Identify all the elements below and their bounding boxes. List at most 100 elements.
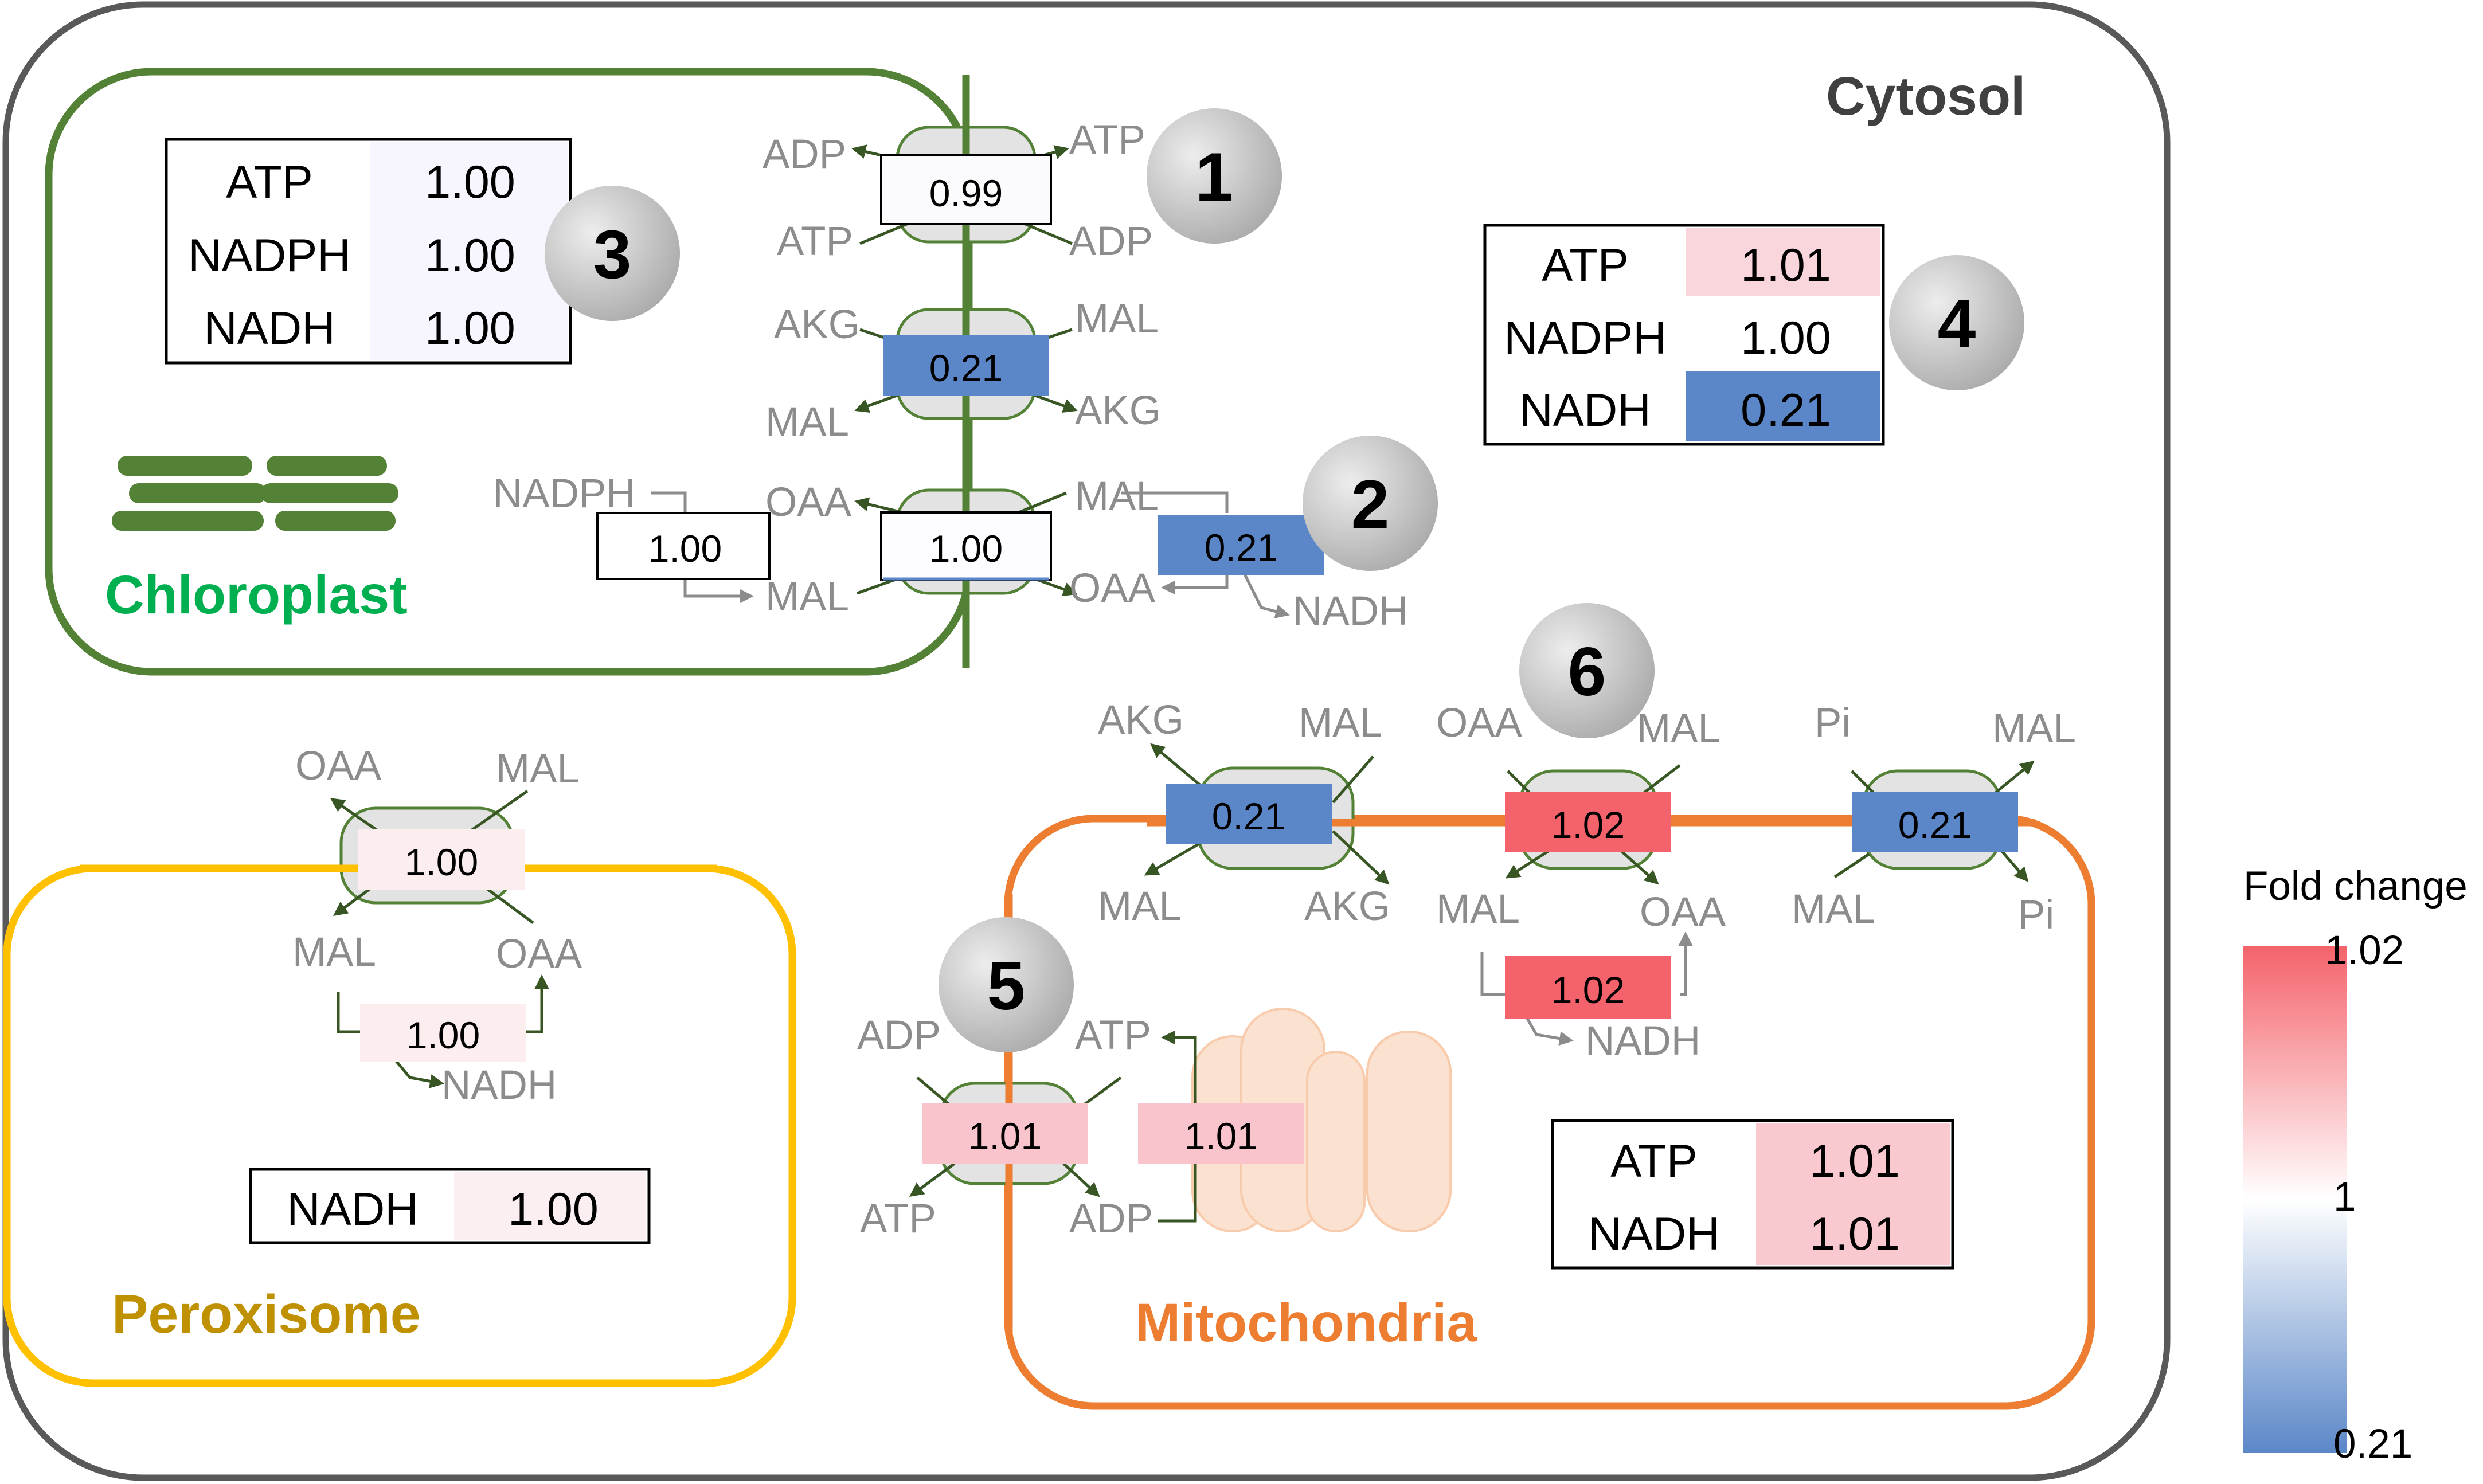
svg-text:4: 4 bbox=[1938, 285, 1976, 362]
metabolite-labels: ADP ATP ATP ADP AKG MAL MAL AKG NADPH OA… bbox=[292, 118, 2076, 1242]
badge-2: 2 bbox=[1303, 436, 1438, 571]
svg-text:ATP: ATP bbox=[1542, 240, 1629, 291]
svg-text:6: 6 bbox=[1568, 633, 1606, 710]
legend-colorbar bbox=[2243, 946, 2347, 1453]
svg-text:MAL: MAL bbox=[1992, 706, 2076, 751]
svg-text:NADH: NADH bbox=[1588, 1208, 1720, 1260]
svg-text:OAA: OAA bbox=[1640, 890, 1726, 935]
svg-text:ATP: ATP bbox=[777, 219, 853, 264]
cytosol-compartment bbox=[2, 1, 2171, 1481]
svg-text:1: 1 bbox=[1195, 139, 1234, 216]
svg-text:ADP: ADP bbox=[1069, 219, 1153, 264]
svg-text:0.21: 0.21 bbox=[1741, 385, 1831, 436]
table-cytosol: ATP 1.01 NADPH 1.00 NADH 0.21 bbox=[1483, 224, 1885, 446]
svg-text:NADH: NADH bbox=[204, 303, 335, 354]
badge-4: 4 bbox=[1889, 255, 2024, 390]
cytosol-mdh-arrows bbox=[1121, 491, 1290, 618]
svg-text:ADP: ADP bbox=[763, 132, 846, 177]
fold-box-chloroplast-mdh: 1.00 bbox=[596, 512, 771, 580]
svg-text:1.00: 1.00 bbox=[425, 303, 515, 354]
badge-6: 6 bbox=[1519, 603, 1655, 738]
svg-text:ADP: ADP bbox=[857, 1013, 941, 1058]
cristae-icon-large bbox=[1366, 1031, 1452, 1232]
badge-1: 1 bbox=[1147, 108, 1282, 244]
svg-text:1.00: 1.00 bbox=[648, 527, 722, 570]
svg-text:ATP: ATP bbox=[1069, 118, 1145, 163]
svg-text:5: 5 bbox=[987, 947, 1026, 1024]
badge-3: 3 bbox=[545, 186, 680, 321]
svg-text:MAL: MAL bbox=[292, 930, 376, 975]
fold-box-cytosol-mdh: 0.21 bbox=[1158, 515, 1324, 575]
table-chloroplast: ATP 1.00 NADPH 1.00 NADH 1.00 bbox=[165, 138, 572, 365]
fold-change-legend: Fold change 1.02 1 0.21 bbox=[2243, 864, 2468, 1467]
svg-text:MAL: MAL bbox=[765, 574, 849, 620]
svg-text:0.21: 0.21 bbox=[1205, 526, 1278, 569]
svg-text:0.21: 0.21 bbox=[929, 347, 1003, 389]
svg-text:1.00: 1.00 bbox=[1741, 312, 1831, 364]
fold-box-t2-oaa-mal: 1.00 bbox=[880, 511, 1052, 581]
badge-5: 5 bbox=[939, 917, 1074, 1052]
chloroplast-label: Chloroplast bbox=[105, 565, 408, 625]
peroxisome-label: Peroxisome bbox=[112, 1284, 421, 1345]
legend-min: 0.21 bbox=[2333, 1422, 2412, 1467]
svg-text:MAL: MAL bbox=[765, 400, 849, 445]
svg-text:NADPH: NADPH bbox=[188, 230, 351, 281]
svg-text:1.00: 1.00 bbox=[929, 527, 1003, 570]
mitochondria-label: Mitochondria bbox=[1135, 1293, 1478, 1353]
svg-text:NADPH: NADPH bbox=[1504, 312, 1667, 364]
svg-text:1.00: 1.00 bbox=[425, 156, 515, 208]
svg-text:MAL: MAL bbox=[1075, 296, 1159, 342]
fold-box-mito-oaa-mal: 1.02 bbox=[1505, 792, 1671, 852]
fold-box-mito-atp-adp: 1.01 bbox=[922, 1103, 1088, 1164]
legend-mid: 1 bbox=[2333, 1174, 2356, 1220]
svg-text:Pi: Pi bbox=[1815, 700, 1851, 746]
svg-text:1.00: 1.00 bbox=[508, 1184, 599, 1235]
svg-text:AKG: AKG bbox=[1304, 884, 1390, 929]
svg-text:ATP: ATP bbox=[1610, 1135, 1698, 1187]
svg-text:ATP: ATP bbox=[1075, 1013, 1151, 1058]
svg-text:NADH: NADH bbox=[441, 1063, 557, 1108]
svg-text:MAL: MAL bbox=[496, 746, 580, 792]
svg-text:1.01: 1.01 bbox=[1741, 240, 1831, 291]
legend-title: Fold change bbox=[2243, 864, 2468, 909]
svg-text:1.00: 1.00 bbox=[405, 841, 478, 883]
svg-text:OAA: OAA bbox=[295, 743, 382, 789]
cytosol-label: Cytosol bbox=[1826, 66, 2025, 127]
svg-text:ATP: ATP bbox=[226, 156, 313, 208]
svg-text:MAL: MAL bbox=[1637, 706, 1720, 751]
svg-text:AKG: AKG bbox=[1098, 698, 1184, 743]
svg-text:MAL: MAL bbox=[1792, 887, 1875, 932]
svg-text:NADH: NADH bbox=[1293, 589, 1408, 634]
fold-box-t1-akg-mal: 0.21 bbox=[883, 335, 1049, 396]
svg-text:NADH: NADH bbox=[1585, 1019, 1700, 1064]
svg-text:NADH: NADH bbox=[287, 1184, 419, 1235]
mito-mdh-arrows bbox=[1480, 931, 1693, 1046]
fold-box-mito-akg-mal: 0.21 bbox=[1166, 784, 1332, 844]
svg-text:OAA: OAA bbox=[496, 931, 582, 977]
svg-text:MAL: MAL bbox=[1299, 700, 1382, 746]
table-peroxisome: NADH 1.00 bbox=[249, 1168, 651, 1244]
svg-text:1.01: 1.01 bbox=[1809, 1208, 1900, 1260]
fold-box-t1-atp-adp: 0.99 bbox=[880, 154, 1052, 225]
svg-text:MAL: MAL bbox=[1075, 474, 1159, 519]
svg-text:NADPH: NADPH bbox=[493, 471, 636, 516]
svg-text:3: 3 bbox=[593, 216, 632, 293]
fold-box-mito-mdh: 1.02 bbox=[1505, 956, 1671, 1019]
svg-text:AKG: AKG bbox=[1075, 388, 1161, 433]
svg-text:AKG: AKG bbox=[774, 302, 860, 347]
svg-text:1.01: 1.01 bbox=[1184, 1115, 1258, 1157]
svg-text:0.21: 0.21 bbox=[1898, 804, 1972, 846]
legend-max: 1.02 bbox=[2325, 928, 2404, 973]
fold-box-peroxisome-mdh: 1.00 bbox=[360, 1004, 526, 1062]
svg-text:OAA: OAA bbox=[1436, 700, 1523, 746]
svg-text:OAA: OAA bbox=[765, 480, 852, 525]
svg-text:1.01: 1.01 bbox=[968, 1115, 1042, 1157]
svg-text:MAL: MAL bbox=[1098, 884, 1182, 929]
svg-text:Pi: Pi bbox=[2018, 892, 2054, 938]
fold-box-atp-synthase: 1.01 bbox=[1138, 1103, 1304, 1164]
svg-text:MAL: MAL bbox=[1436, 887, 1520, 932]
svg-text:0.21: 0.21 bbox=[1212, 795, 1285, 837]
svg-text:ATP: ATP bbox=[860, 1196, 936, 1242]
svg-text:1.00: 1.00 bbox=[406, 1014, 480, 1056]
svg-text:1.00: 1.00 bbox=[425, 230, 515, 281]
